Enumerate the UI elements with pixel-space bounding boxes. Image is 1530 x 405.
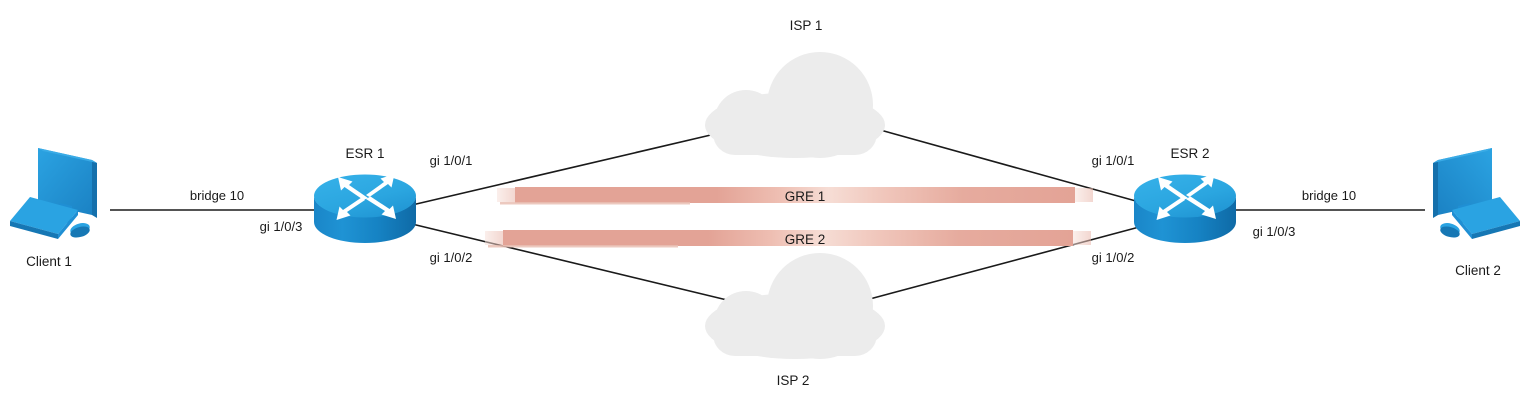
link-esr1-isp2 bbox=[411, 223, 728, 301]
cloud-icon bbox=[705, 253, 885, 359]
label-esr1-lan: gi 1/0/3 bbox=[260, 219, 303, 234]
tunnel-gre1: GRE 1 bbox=[497, 187, 1093, 205]
node-esr1-label: ESR 1 bbox=[345, 146, 384, 161]
cloud-icon bbox=[705, 52, 885, 158]
link-isp1-esr2 bbox=[872, 127, 1144, 204]
tunnel-gre1-endcap-right bbox=[1075, 188, 1093, 202]
tunnel-gre2-endcap-right bbox=[1073, 231, 1091, 245]
node-esr1[interactable]: ESR 1 bbox=[314, 146, 416, 243]
tunnel-gre2-bar bbox=[503, 230, 1073, 246]
label-esr1-wan1: gi 1/0/1 bbox=[430, 153, 473, 168]
node-client1[interactable]: Client 1 bbox=[10, 148, 97, 269]
node-isp1[interactable]: ISP 1 bbox=[705, 18, 885, 158]
label-esr1-wan2: gi 1/0/2 bbox=[430, 250, 473, 265]
router-icon bbox=[1134, 174, 1236, 243]
router-icon bbox=[314, 174, 416, 243]
gre-tunnels: GRE 1 GRE 2 bbox=[485, 187, 1093, 248]
label-bridge-right: bridge 10 bbox=[1302, 188, 1356, 203]
tunnel-gre1-underline bbox=[500, 202, 690, 205]
node-client1-label: Client 1 bbox=[26, 254, 72, 269]
node-esr2[interactable]: ESR 2 bbox=[1134, 146, 1236, 243]
label-bridge-left: bridge 10 bbox=[190, 188, 244, 203]
node-client2-label: Client 2 bbox=[1455, 263, 1501, 278]
link-esr1-isp1 bbox=[411, 133, 716, 206]
label-esr2-wan2: gi 1/0/2 bbox=[1092, 250, 1135, 265]
link-lines bbox=[110, 127, 1425, 301]
node-client2[interactable]: Client 2 bbox=[1433, 148, 1520, 278]
label-esr2-wan1: gi 1/0/1 bbox=[1092, 153, 1135, 168]
tunnel-gre1-label: GRE 1 bbox=[785, 189, 826, 204]
desktop-computer-icon bbox=[10, 148, 97, 239]
node-isp1-label: ISP 1 bbox=[790, 18, 823, 33]
node-isp2-label: ISP 2 bbox=[777, 373, 810, 388]
tunnel-gre2-underline bbox=[488, 245, 678, 248]
edge-labels: bridge 10 gi 1/0/3 gi 1/0/1 gi 1/0/2 gi … bbox=[190, 153, 1356, 265]
link-isp2-esr2 bbox=[865, 225, 1144, 301]
tunnel-gre2-endcap-left bbox=[485, 231, 503, 245]
tunnel-gre1-endcap-left bbox=[497, 188, 515, 202]
desktop-computer-icon bbox=[1433, 148, 1520, 239]
node-isp2[interactable]: ISP 2 bbox=[705, 253, 885, 388]
node-esr2-label: ESR 2 bbox=[1170, 146, 1209, 161]
tunnel-gre1-bar bbox=[515, 187, 1075, 203]
tunnel-gre2-label: GRE 2 bbox=[785, 232, 826, 247]
tunnel-gre2: GRE 2 bbox=[485, 230, 1091, 248]
label-esr2-lan: gi 1/0/3 bbox=[1253, 224, 1296, 239]
